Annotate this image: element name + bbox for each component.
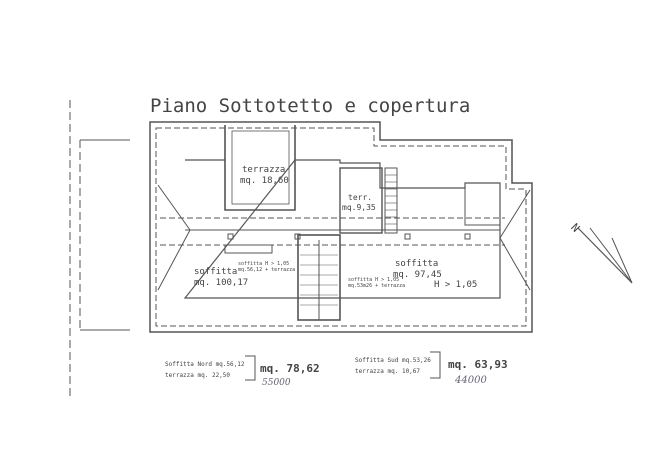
height-label: H > 1,05 [434, 280, 477, 290]
terrazza-label: terrazza [242, 165, 285, 175]
summary-sud-total: mq. 63,93 [448, 358, 508, 371]
soffitta-sud-note: mq.53m26 + terrazza [348, 283, 405, 289]
soffitta-nord-note: soffitta H > 1,05 [238, 261, 289, 267]
summary-sud-line1: Soffitta Sud mq.53,26 [355, 357, 431, 364]
terr-label: terr. [348, 193, 372, 202]
terrazza-area: mq. 18,60 [240, 176, 289, 186]
roof-outline [149, 121, 533, 333]
summary-nord-line1: Soffitta Nord mq.56,12 [165, 361, 245, 368]
soffitta-sud-label: soffitta [395, 259, 438, 269]
soffitta-sud-area: mq. 97,45 [393, 270, 442, 280]
soffitta-nord-area: mq. 100,17 [194, 278, 248, 288]
terr-small-walls [339, 167, 383, 234]
summary-sud-line2: terrazza mq. 10,67 [355, 368, 420, 375]
soffitta-nord-note: mq.56,12 + terrazza [238, 267, 295, 273]
bracket [430, 351, 441, 379]
compass-arrow-icon [577, 227, 633, 284]
summary-sud-handwritten: 44000 [454, 375, 487, 386]
summary-nord-handwritten: 55000 [262, 378, 291, 388]
soffitta-nord-label: soffitta [194, 267, 237, 277]
terrazza-walls [224, 125, 296, 211]
bracket [245, 355, 256, 381]
terr-area: mq.9,35 [342, 203, 376, 212]
page-title: Piano Sottotetto e copertura [150, 95, 470, 117]
soffitta-sud-note: soffitta H > 1,05 [348, 277, 399, 283]
summary-nord-total: mq. 78,62 [260, 362, 320, 375]
summary-nord-line2: terrazza mq. 22,50 [165, 372, 230, 379]
compass-label: N [568, 221, 582, 235]
